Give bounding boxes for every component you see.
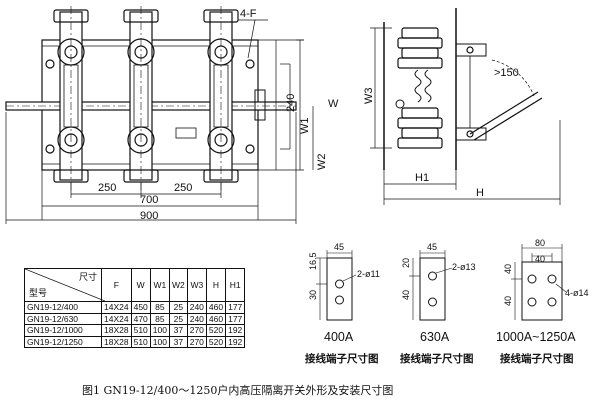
value-cell: 520: [205, 324, 227, 337]
dim-label-angle: >150: [494, 67, 519, 79]
dim-label-4f: 4-F: [240, 8, 257, 20]
dim-label-w1: W1: [299, 118, 311, 135]
side-dimensions: [370, 27, 561, 205]
insulator-lower: [397, 107, 443, 149]
value-cell: 270: [186, 324, 207, 337]
pole-3: [203, 6, 239, 190]
dim-label-w3: W3: [363, 88, 375, 105]
t1-rating: 400A: [324, 330, 354, 344]
table-corner-cell: 尺寸 型号: [24, 268, 105, 302]
t2-dim-width: 45: [427, 242, 437, 252]
dim-label-w: W: [328, 98, 339, 110]
insulator-upper: [397, 27, 443, 69]
dim-label-250-left: 250: [98, 182, 116, 194]
value-cell: 510: [130, 324, 151, 337]
t2-holes: 2-ø13: [452, 262, 476, 272]
model-cell: GN19-12/1250: [24, 335, 102, 348]
t1-dim-width: 45: [334, 242, 344, 252]
value-cell: 85: [149, 301, 170, 314]
value-cell: 18X28: [101, 335, 132, 348]
value-cell: 510: [130, 335, 151, 348]
value-cell: 460: [205, 301, 227, 314]
dim-label-h1: H1: [415, 172, 429, 184]
t3-caption: 接线端子尺寸图: [500, 352, 574, 365]
value-cell: 25: [168, 312, 188, 325]
column-header: W2: [168, 268, 188, 302]
value-cell: 192: [225, 335, 246, 348]
column-header: F: [101, 268, 132, 302]
t1-caption: 接线端子尺寸图: [305, 352, 379, 365]
value-cell: 14X24: [101, 312, 132, 325]
value-cell: 460: [205, 312, 227, 325]
value-cell: 18X28: [101, 324, 132, 337]
value-cell: 192: [225, 324, 246, 337]
mounting-hole: [245, 59, 255, 69]
value-cell: 177: [225, 312, 246, 325]
dim-label-250-right: 250: [174, 182, 192, 194]
dim-label-240: 240: [285, 94, 297, 112]
table-row: GN19-12/1000 18X28 510 100 37 270 520 19…: [24, 324, 246, 337]
value-cell: 240: [186, 301, 207, 314]
value-cell: 270: [186, 335, 207, 348]
corner-bottom-label: 型号: [29, 288, 48, 298]
value-cell: 100: [149, 335, 170, 348]
value-cell: 85: [149, 312, 170, 325]
terminal-1000a-1250a: [511, 244, 567, 321]
t3-holes: 4-ø14: [565, 288, 589, 298]
column-header: H: [205, 268, 227, 302]
t2-rating: 630A: [420, 330, 450, 344]
table-row: GN19-12/630 14X24 470 85 25 240 460 177: [24, 312, 246, 325]
front-view: [5, 6, 297, 190]
table-row: GN19-12/400 14X24 450 85 25 240 460 177: [24, 301, 246, 314]
spec-table: 尺寸 型号 F W W1 W2 W3 H H1 GN19-12/400 14X2…: [24, 268, 246, 348]
terminal-630a: [409, 250, 453, 321]
model-cell: GN19-12/1000: [24, 324, 102, 337]
value-cell: 37: [168, 335, 188, 348]
table-row: GN19-12/1250 18X28 510 100 37 270 520 19…: [24, 335, 246, 348]
column-header: H1: [225, 268, 246, 302]
t3-dim-width: 80: [535, 238, 545, 248]
column-header: W: [130, 268, 151, 302]
t1-dim-left: 30: [308, 290, 318, 300]
t1-holes: 2-ø11: [357, 269, 380, 279]
pole-1: [53, 6, 89, 190]
figure-caption: 图1 GN19-12/400～1250户内高压隔离开关外形及安装尺寸图: [82, 383, 393, 397]
mounting-hole: [45, 59, 55, 69]
t2-dim-top: 20: [401, 258, 411, 268]
t3-rating: 1000A~1250A: [496, 330, 576, 344]
nameplate: [175, 127, 197, 139]
mounting-hole: [245, 144, 255, 154]
t3-dim-inner: 40: [535, 254, 545, 264]
front-dimensions: [5, 19, 314, 224]
value-cell: 450: [130, 301, 151, 314]
t1-dim-top: 16.5: [308, 252, 318, 270]
t3-dim-top: 40: [503, 264, 513, 274]
terminal-400a: [316, 250, 357, 321]
value-cell: 177: [225, 301, 246, 314]
dim-label-900: 900: [140, 210, 158, 222]
value-cell: 470: [130, 312, 151, 325]
mounting-hole: [45, 144, 55, 154]
side-view: [383, 8, 543, 170]
value-cell: 520: [205, 335, 227, 348]
corner-top-label: 尺寸: [78, 272, 97, 282]
column-header: W1: [149, 268, 170, 302]
table-header-row: 尺寸 型号 F W W1 W2 W3 H H1: [24, 268, 246, 302]
t2-caption: 接线端子尺寸图: [400, 352, 474, 365]
model-cell: GN19-12/400: [24, 301, 102, 314]
model-cell: GN19-12/630: [24, 312, 102, 325]
dim-label-w2: W2: [316, 154, 328, 171]
dim-label-700: 700: [140, 194, 158, 206]
t3-dim-left: 40: [503, 296, 513, 306]
pole-2: [123, 6, 159, 190]
value-cell: 100: [149, 324, 170, 337]
value-cell: 14X24: [101, 301, 132, 314]
value-cell: 240: [186, 312, 207, 325]
dim-label-h: H: [476, 187, 484, 199]
t2-dim-left: 40: [401, 290, 411, 300]
column-header: W3: [186, 268, 207, 302]
value-cell: 37: [168, 324, 188, 337]
value-cell: 25: [168, 301, 188, 314]
